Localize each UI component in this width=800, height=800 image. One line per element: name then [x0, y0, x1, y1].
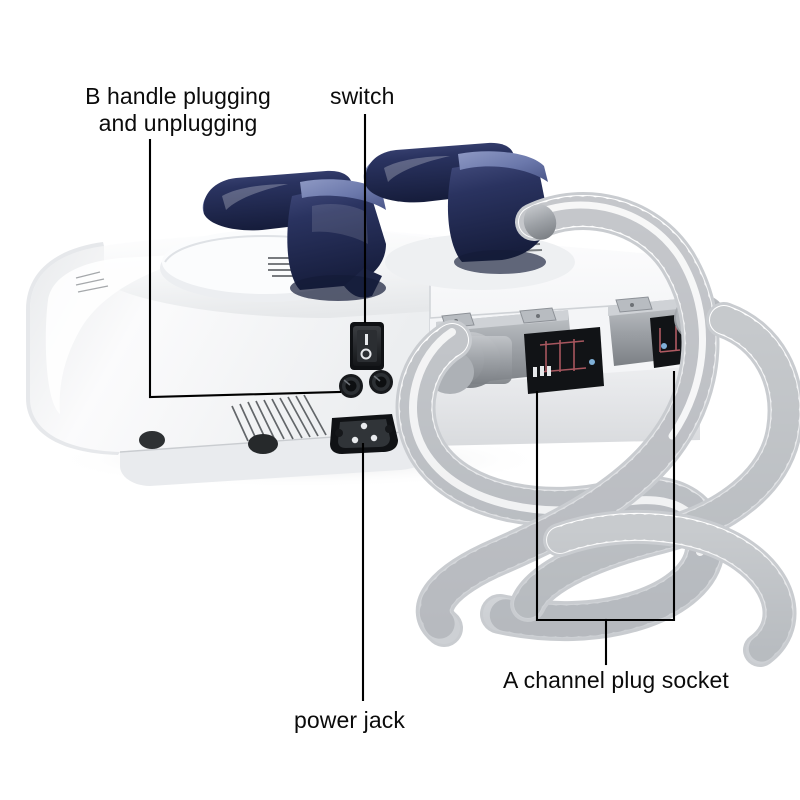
- callout-switch-label: switch: [330, 83, 395, 109]
- hose-b: [415, 192, 720, 647]
- callout-a-channel-plug-socket-label: A channel plug socket: [503, 667, 729, 693]
- leader-b-handle: [148, 138, 342, 399]
- callout-b-handle-label: B handle plugging and unplugging: [85, 83, 271, 137]
- leader-lines: [148, 113, 676, 702]
- hose-c: [510, 302, 800, 622]
- round-socket-right[interactable]: [369, 370, 393, 394]
- rubber-foot: [248, 434, 278, 454]
- callout-power-jack-label: power jack: [294, 707, 405, 733]
- rocker-switch[interactable]: [350, 322, 384, 370]
- hose-collar: [523, 204, 557, 240]
- iec-power-inlet[interactable]: [330, 414, 398, 454]
- vent-grille: [231, 394, 327, 442]
- rubber-foot: [139, 431, 165, 449]
- handle-a[interactable]: [363, 142, 548, 274]
- vent-grille-secondary: [75, 271, 109, 293]
- hose-d: [543, 509, 797, 667]
- round-socket-left[interactable]: [339, 374, 363, 398]
